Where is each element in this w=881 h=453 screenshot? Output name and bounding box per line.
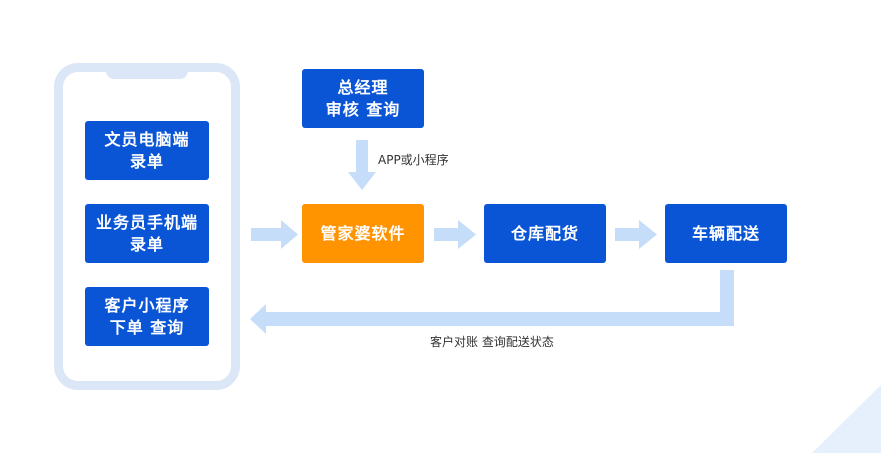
node-sales-mobile-line1: 业务员手机端 [95, 212, 198, 232]
node-clerk-pc-line2: 录单 [129, 151, 164, 171]
node-customer-miniapp-line2: 下单 查询 [109, 317, 185, 337]
arrow-software-to-warehouse [434, 220, 476, 249]
edge-label-return: 客户对账 查询配送状态 [430, 335, 554, 349]
arrow-delivery-to-phone [250, 270, 734, 334]
node-general-manager-line2: 审核 查询 [325, 99, 401, 119]
node-sales-mobile: 业务员手机端 录单 [85, 204, 209, 263]
arrow-gm-to-software [348, 140, 376, 190]
node-clerk-pc-line1: 文员电脑端 [104, 129, 190, 149]
arrow-phone-to-software [251, 220, 298, 249]
node-sales-mobile-line2: 录单 [129, 234, 164, 254]
node-customer-miniapp-line1: 客户小程序 [104, 295, 190, 315]
node-general-manager: 总经理 审核 查询 [302, 69, 424, 128]
node-software-label: 管家婆软件 [320, 223, 406, 243]
node-delivery: 车辆配送 [665, 204, 787, 263]
edge-label-app: APP或小程序 [378, 153, 449, 167]
phone-notch [106, 63, 188, 79]
node-clerk-pc: 文员电脑端 录单 [85, 121, 209, 180]
node-warehouse-label: 仓库配货 [510, 223, 579, 243]
node-software: 管家婆软件 [302, 204, 424, 263]
node-customer-miniapp: 客户小程序 下单 查询 [85, 287, 209, 346]
node-delivery-label: 车辆配送 [691, 223, 760, 243]
node-general-manager-line1: 总经理 [337, 77, 389, 97]
arrow-warehouse-to-delivery [615, 220, 657, 249]
node-warehouse: 仓库配货 [484, 204, 606, 263]
